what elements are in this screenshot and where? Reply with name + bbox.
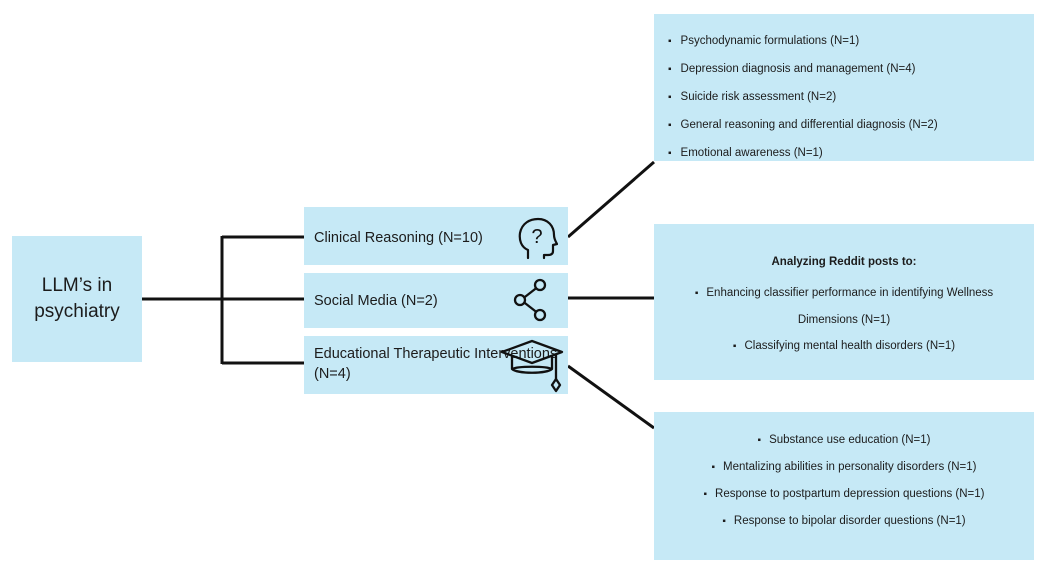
share-icon [513,278,547,322]
category-educational-therapeutic: Educational Therapeutic Interventions (N… [304,336,568,394]
list-item: Suicide risk assessment (N=2) [668,89,1034,117]
list-item: Emotional awareness (N=1) [668,145,1034,173]
educational-list: Substance use education (N=1) Mentalizin… [654,427,1034,535]
list-item: Enhancing classifier performance in iden… [654,280,1034,333]
clinical-reasoning-list: Psychodynamic formulations (N=1) Depress… [668,33,1034,173]
list-item: General reasoning and differential diagn… [668,117,1034,145]
category-social-media: Social Media (N=2) [304,273,568,328]
category-clinical-reasoning: Clinical Reasoning (N=10) ? [304,207,568,265]
list-item: Mentalizing abilities in personality dis… [654,454,1034,481]
root-node: LLM’s in psychiatry [12,236,142,362]
list-item: Substance use education (N=1) [654,427,1034,454]
detail-clinical-reasoning: Psychodynamic formulations (N=1) Depress… [654,14,1034,161]
graduation-cap-icon [500,339,564,393]
category-label: Clinical Reasoning (N=10) [314,230,483,246]
category-label: Social Media (N=2) [314,293,438,309]
list-item-text: Enhancing classifier performance in iden… [706,287,994,326]
social-media-list: Enhancing classifier performance in iden… [654,280,1034,360]
root-label: LLM’s in psychiatry [34,275,120,322]
svg-text:?: ? [531,226,542,248]
list-item: Response to postpartum depression questi… [654,481,1034,508]
list-item: Response to bipolar disorder questions (… [654,508,1034,535]
list-item: Psychodynamic formulations (N=1) [668,33,1034,61]
detail-heading: Analyzing Reddit posts to: [771,256,917,268]
category-label: Educational Therapeutic Interventions (N… [314,346,558,382]
detail-educational: Substance use education (N=1) Mentalizin… [654,412,1034,560]
link-clinical-detail [567,160,655,239]
list-item: Classifying mental health disorders (N=1… [654,333,1034,360]
list-item: Depression diagnosis and management (N=4… [668,61,1034,89]
head-question-icon: ? [518,217,558,260]
detail-social-media: Analyzing Reddit posts to: Enhancing cla… [654,224,1034,380]
link-educational-detail [567,364,655,430]
